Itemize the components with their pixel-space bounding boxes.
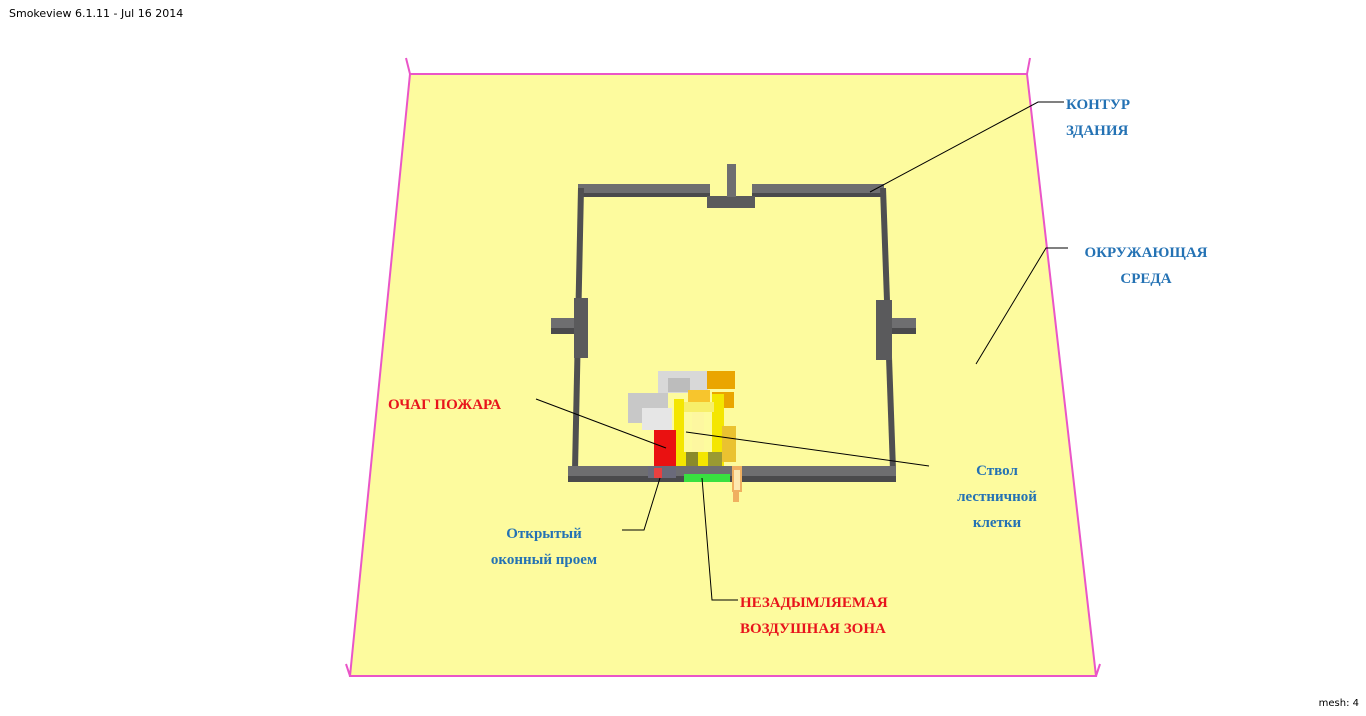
label-open-window: Открытый оконный проем — [490, 526, 598, 568]
label-environment: ОКРУЖАЮЩАЯ СРЕДА — [1084, 245, 1208, 287]
air-zone-strip — [684, 474, 730, 482]
frame-posts — [345, 57, 1101, 677]
label-stair-shaft: Ствол лестничной клетки — [957, 463, 1037, 531]
mesh-status: mesh: 4 — [1318, 698, 1359, 709]
window-title: Smokeview 6.1.11 - Jul 16 2014 — [9, 7, 184, 20]
label-building-outline: КОНТУР ЗДАНИЯ — [1066, 97, 1131, 139]
label-smokeproof-zone: НЕЗАДЫМЛЯЕМАЯ ВОЗДУШНАЯ ЗОНА — [740, 595, 888, 637]
fire-source-block — [648, 430, 676, 478]
label-fire-source: ОЧАГ ПОЖАРА — [388, 397, 502, 413]
leader-lines — [535, 101, 1068, 601]
stair-shaft-block — [628, 371, 742, 502]
